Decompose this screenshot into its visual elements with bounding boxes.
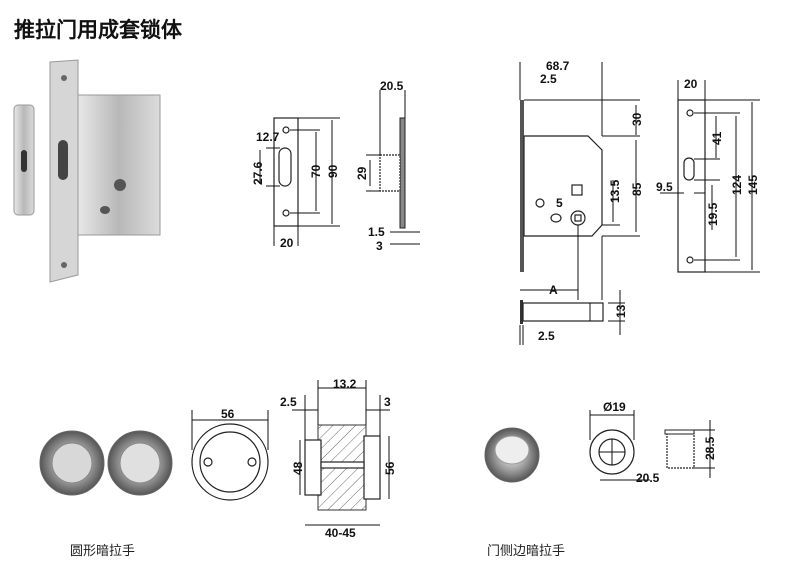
round-pull-drawing: 56 2.5 13.2 3 48 56 40-45 xyxy=(191,377,397,540)
dim-label: 20.5 xyxy=(380,79,404,93)
edge-pull-drawing: Ø19 20.5 28.5 xyxy=(589,400,717,485)
dim-label: 28.5 xyxy=(703,436,717,460)
dim-label: 41 xyxy=(710,131,724,145)
dim-label: 2.5 xyxy=(280,395,297,409)
dim-label: 19.5 xyxy=(706,202,720,226)
faceplate-drawing: 20 41 124 145 9.5 19.5 xyxy=(656,77,760,273)
dim-label: Ø19 xyxy=(603,400,626,414)
dim-label: 70 xyxy=(309,164,323,178)
dim-label: 2.5 xyxy=(538,329,555,343)
dim-label: 30 xyxy=(630,112,644,126)
lock-photo xyxy=(13,59,161,283)
dim-label: 68.7 xyxy=(546,59,570,73)
dim-label: 145 xyxy=(746,175,760,195)
lock-body-drawing: 68.7 2.5 30 85 13.5 5 A 13 2.5 xyxy=(519,59,644,345)
edge-pull-caption: 门侧边暗拉手 xyxy=(487,544,566,559)
dim-label: 40-45 xyxy=(325,526,356,540)
dim-label: 124 xyxy=(730,175,744,195)
dim-label: 20 xyxy=(280,236,294,250)
dim-label: 56 xyxy=(383,461,397,475)
dim-label: A xyxy=(549,283,558,297)
dim-label: 29 xyxy=(355,166,369,180)
dim-label: 27.6 xyxy=(251,161,265,185)
dim-label: 48 xyxy=(291,461,305,475)
dim-label: 20.5 xyxy=(636,471,660,485)
round-pull-photo xyxy=(39,430,173,496)
dim-label: 5 xyxy=(556,196,563,210)
dim-label: 1.5 xyxy=(368,225,385,239)
dim-label: 90 xyxy=(326,164,340,178)
dim-label: 2.5 xyxy=(540,72,557,86)
dim-label: 13.5 xyxy=(608,179,622,203)
dim-label: 3 xyxy=(384,395,391,409)
dim-label: 13.2 xyxy=(333,377,357,391)
dim-label: 20 xyxy=(684,77,698,91)
strike-plate-drawing: 12.7 27.6 70 90 20 20.5 29 1.5 3 xyxy=(251,79,420,253)
dim-label: 56 xyxy=(221,407,235,421)
dim-label: 3 xyxy=(376,239,383,253)
page-title: 推拉门用成套锁体 xyxy=(14,18,182,42)
dim-label: 12.7 xyxy=(256,130,280,144)
dim-label: 13 xyxy=(614,304,628,318)
round-pull-caption: 圆形暗拉手 xyxy=(70,544,136,559)
dim-label: 9.5 xyxy=(656,180,673,194)
dim-label: 85 xyxy=(630,182,644,196)
edge-pull-photo xyxy=(484,427,540,483)
